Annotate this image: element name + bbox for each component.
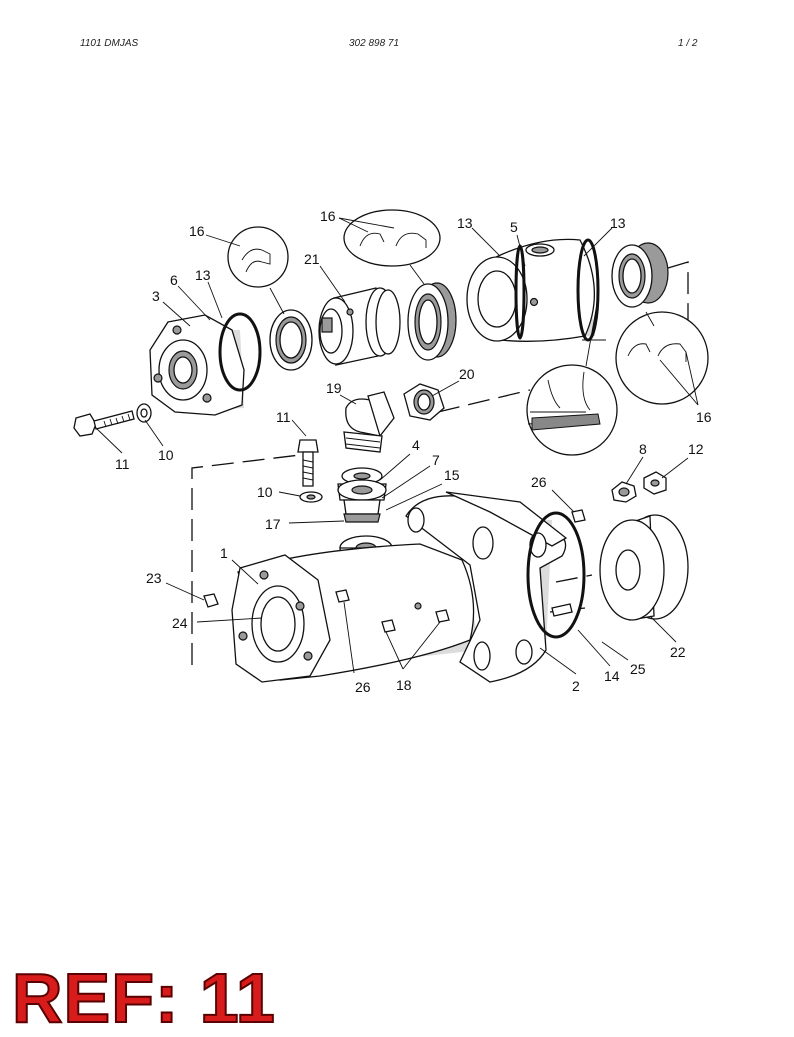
part-16-seal-ring-left	[269, 309, 313, 371]
part-19-elbow-fitting	[343, 391, 395, 453]
part-21-sleeve	[318, 287, 401, 366]
part-13-o-ring-left	[218, 312, 262, 392]
callout-21: 21	[304, 251, 320, 267]
reference-stamp: REF: 11	[11, 959, 276, 1037]
callout-6: 6	[170, 272, 178, 288]
leader-lines	[95, 217, 699, 675]
callout-12: 12	[688, 441, 704, 457]
part-3-flange-cover	[149, 314, 245, 416]
callout-8: 8	[639, 441, 647, 457]
detail-zoom-circle-16-left	[227, 226, 289, 288]
callout-13-body-right: 13	[610, 215, 626, 231]
detail-seal-profile-left	[241, 248, 271, 273]
header-part-number: 302 898 71	[349, 38, 400, 49]
callout-26-lower: 26	[355, 679, 371, 695]
callout-13-left: 13	[195, 267, 211, 283]
callout-15: 15	[444, 467, 460, 483]
part-1-main-housing	[231, 543, 480, 683]
part-22-end-piston	[599, 514, 689, 621]
part-11-bolt-vertical	[297, 439, 319, 487]
part-16-seal-ring-middle	[407, 282, 457, 361]
callout-11-vertical: 11	[276, 409, 291, 425]
part-7-valve-seal	[343, 499, 381, 523]
part-8-fitting	[611, 481, 637, 503]
part-4-valve-cap	[337, 467, 387, 501]
detail-seal-profile-right	[627, 343, 687, 362]
callout-2: 2	[572, 678, 580, 694]
callout-7: 7	[432, 452, 440, 468]
part-25-pin	[551, 603, 573, 617]
header-document-code: 1101 DMJAS	[80, 38, 139, 49]
detail-zoom-circle-16-right	[615, 311, 709, 405]
part-11-bolt-left	[73, 410, 135, 437]
callout-19: 19	[326, 380, 342, 396]
callout-26-upper: 26	[531, 474, 547, 490]
callout-11-left: 11	[115, 456, 130, 472]
callout-16-middle: 16	[320, 208, 336, 224]
detail-section-circle	[526, 297, 618, 456]
callout-10-vertical: 10	[257, 484, 273, 500]
callout-labels: 16 16 16 13 13 13 5 6 3 21 11 11 10 10 1…	[115, 208, 712, 695]
part-18-screw-left	[381, 619, 396, 633]
part-12-cap-nut	[643, 471, 667, 495]
callout-16-left: 16	[189, 223, 205, 239]
callout-10-left: 10	[158, 447, 174, 463]
part-23-plug	[203, 593, 219, 608]
callout-23: 23	[146, 570, 162, 586]
part-16-seal-ring-right	[611, 242, 669, 308]
callout-16-right: 16	[696, 409, 712, 425]
callout-13-body-left: 13	[457, 215, 473, 231]
detail-seal-profile-middle	[359, 232, 427, 248]
part-26-plug-upper	[571, 509, 586, 523]
callout-5: 5	[510, 219, 518, 235]
callout-17: 17	[265, 516, 281, 532]
callout-24: 24	[172, 615, 188, 631]
detail-zoom-circle-16-middle	[343, 209, 441, 267]
callout-14: 14	[604, 668, 620, 684]
callout-4: 4	[412, 437, 420, 453]
part-14-o-ring	[526, 511, 586, 639]
part-18-screw-right	[435, 609, 450, 623]
part-5-cylinder-body	[466, 238, 596, 342]
callout-18: 18	[396, 677, 412, 693]
callout-1: 1	[220, 545, 228, 561]
part-26-plug-lower	[335, 589, 350, 603]
callout-22: 22	[670, 644, 686, 660]
callout-20: 20	[459, 366, 475, 382]
callout-3: 3	[152, 288, 160, 304]
callout-25: 25	[630, 661, 646, 677]
header-page-number: 1 / 2	[678, 38, 698, 49]
part-20-hex-nut	[403, 383, 445, 421]
